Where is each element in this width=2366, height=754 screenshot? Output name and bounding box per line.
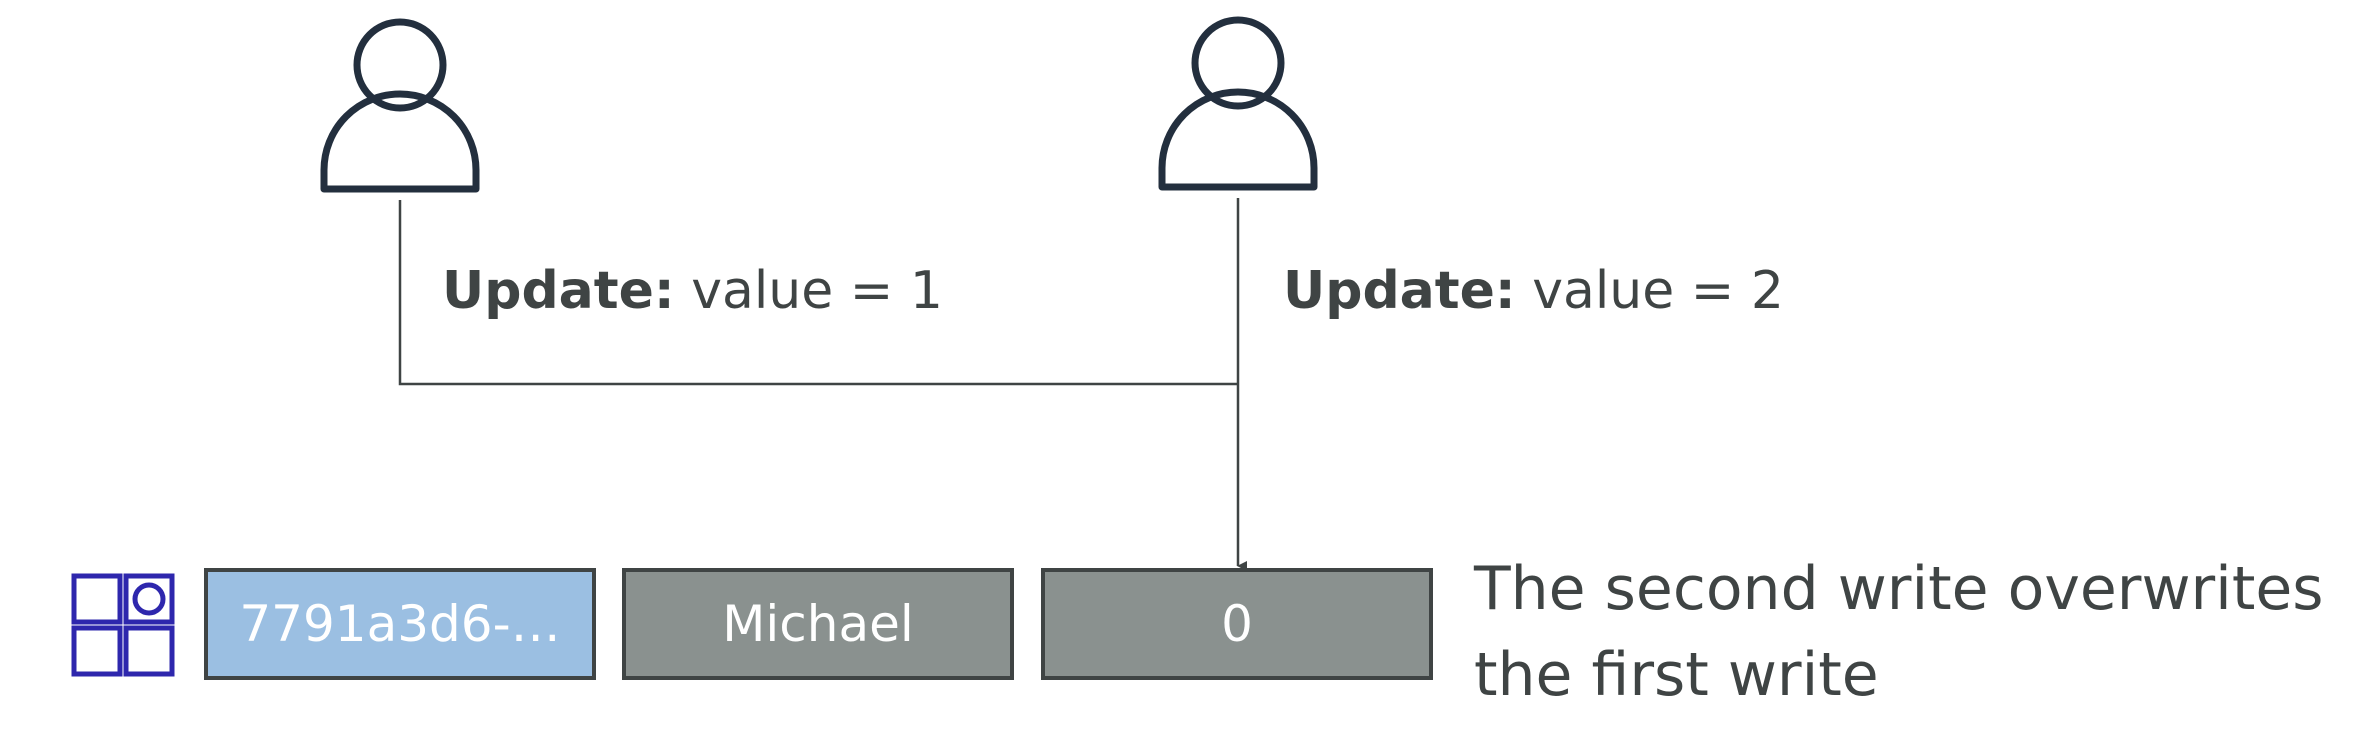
item-key-value: 7791a3d6-…	[239, 595, 561, 653]
update-value: value = 1	[691, 261, 943, 321]
update-value: value = 2	[1532, 261, 1784, 321]
user1-update-line	[398, 200, 1238, 386]
item-name-value: Michael	[722, 595, 914, 653]
user2-update-label: Update: value = 2	[1283, 265, 1784, 317]
caption: The second write overwrites the first wr…	[1474, 546, 2324, 718]
dynamodb-table-icon	[71, 573, 175, 677]
user1-update-label: Update: value = 1	[442, 265, 943, 317]
caption-line: The second write overwrites	[1474, 554, 2324, 624]
item-value-cell: 0	[1041, 568, 1433, 680]
item-value-value: 0	[1221, 595, 1253, 653]
item-key-cell: 7791a3d6-…	[204, 568, 596, 680]
item-name-cell: Michael	[622, 568, 1014, 680]
update-keyword: Update:	[1283, 261, 1516, 321]
update-keyword: Update:	[442, 261, 675, 321]
user-icon	[1158, 16, 1318, 191]
caption-line: the first write	[1474, 640, 1879, 710]
user-icon	[320, 18, 480, 193]
